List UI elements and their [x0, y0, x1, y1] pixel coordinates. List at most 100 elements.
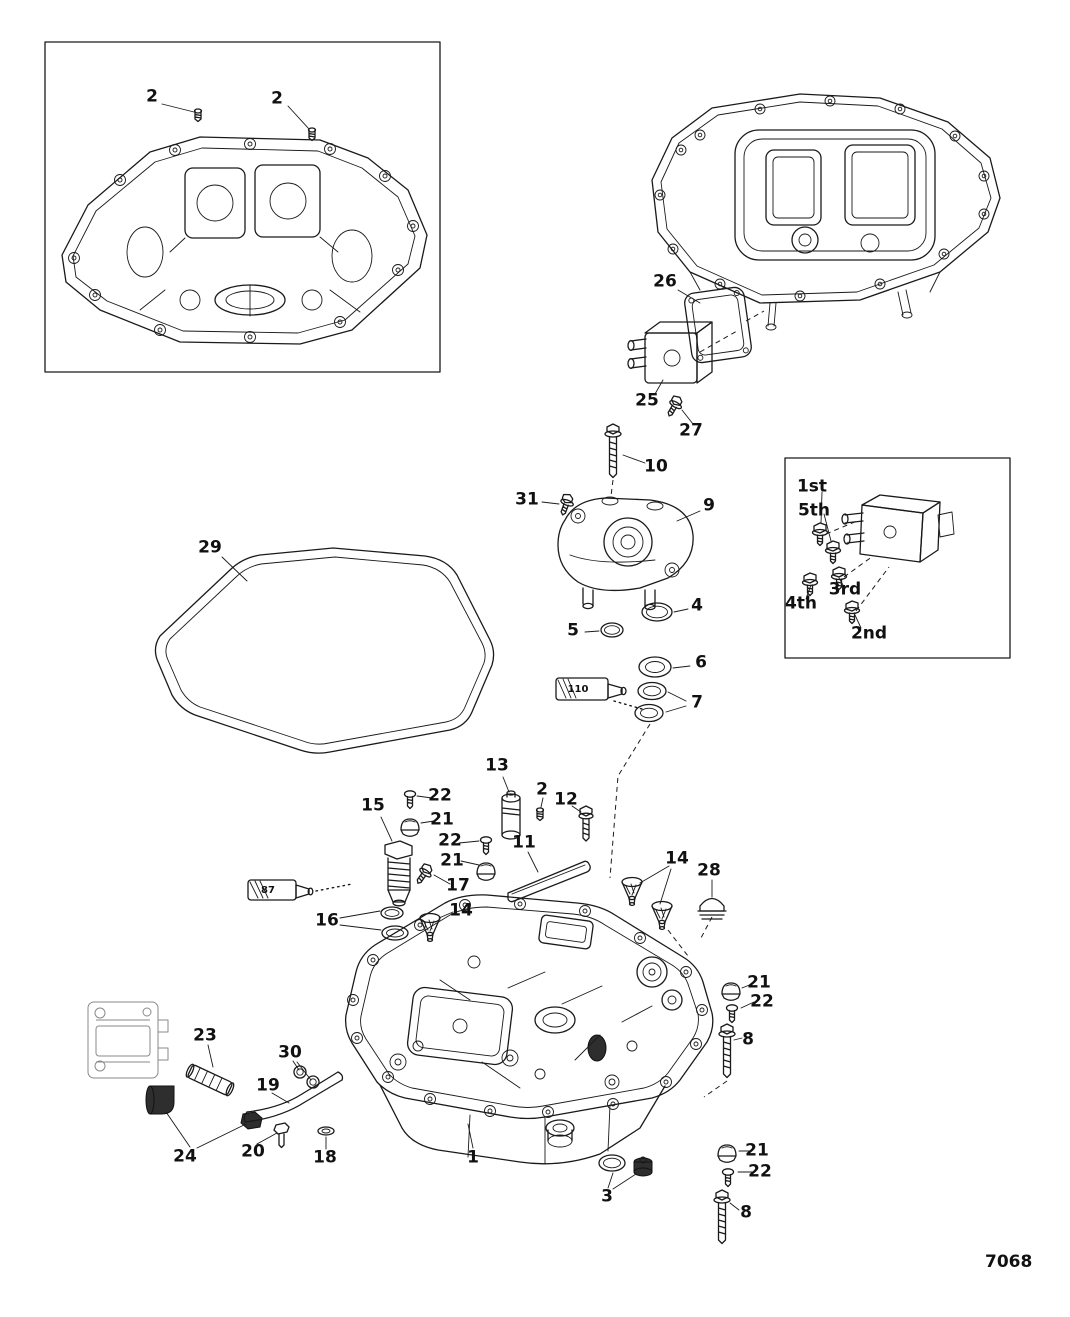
main-housing — [344, 894, 714, 1165]
callout-5: 5 — [567, 620, 579, 641]
callout-7: 7 — [691, 692, 703, 713]
callout-4: 4 — [691, 595, 703, 616]
screw-2-main — [535, 807, 545, 822]
callout-1st: 1st — [796, 476, 828, 497]
gasket-29 — [154, 547, 495, 754]
callout-3rd: 3rd — [828, 579, 862, 600]
hose-19 — [243, 1071, 344, 1123]
o-ring-3 — [598, 1154, 626, 1172]
callout-14: 14 — [449, 900, 473, 921]
callout-8: 8 — [742, 1029, 754, 1050]
plate-11 — [507, 860, 591, 903]
callout-29: 29 — [198, 537, 222, 558]
tube-label-110: 110 — [567, 684, 589, 695]
fitting-15 — [384, 840, 413, 907]
callout-15: 15 — [361, 795, 385, 816]
upper-pocket — [538, 914, 594, 950]
bolt-20 — [273, 1122, 290, 1149]
callout-21: 21 — [430, 809, 454, 830]
washer-18 — [317, 1126, 335, 1136]
seals-7 — [634, 681, 667, 723]
callout-31: 31 — [515, 489, 539, 510]
adapter-plate-upper-view — [651, 93, 1001, 331]
callout-3: 3 — [601, 1186, 613, 1207]
bolt-holes — [347, 898, 708, 1118]
grommet-21-upper-right — [721, 982, 741, 1001]
grommet-21-a — [400, 818, 420, 837]
plug-3 — [633, 1156, 653, 1177]
carb-opening — [406, 986, 514, 1066]
leader-lines — [161, 103, 862, 1211]
tube-label-87: 87 — [261, 885, 275, 896]
callout-22: 22 — [438, 830, 462, 851]
callout-24: 24 — [173, 1146, 197, 1167]
callout-2: 2 — [271, 88, 283, 109]
callout-21: 21 — [747, 972, 771, 993]
bolt-12 — [578, 805, 594, 842]
callout-19: 19 — [256, 1075, 280, 1096]
callout-2: 2 — [536, 779, 548, 800]
grease-tube-87 — [247, 879, 314, 901]
gasket-26 — [684, 286, 752, 364]
callout-8: 8 — [740, 1202, 752, 1223]
callout-2nd: 2nd — [850, 623, 888, 644]
callout-22: 22 — [748, 1161, 772, 1182]
bolt-8-upper — [718, 1023, 736, 1079]
seal-6 — [638, 656, 672, 678]
callout-2: 2 — [146, 86, 158, 107]
funnel-14-right-2 — [651, 900, 673, 931]
screw-22-b — [479, 836, 493, 856]
oil-pump-9 — [557, 496, 694, 611]
callout-9: 9 — [703, 495, 715, 516]
callout-13: 13 — [485, 755, 509, 776]
o-ring-5 — [600, 622, 624, 638]
callout-6: 6 — [695, 652, 707, 673]
screw-22-upper-right — [725, 1004, 739, 1024]
screw-22-a — [403, 790, 417, 810]
valve-13 — [501, 790, 521, 840]
torque-sequence-component — [841, 494, 955, 563]
callout-26: 26 — [653, 271, 677, 292]
powerhead-adapter-top-view — [61, 108, 428, 345]
callout-17: 17 — [446, 875, 470, 896]
torque-sequence-inset-box — [784, 457, 1011, 659]
bolt-10 — [604, 423, 622, 479]
callout-14: 14 — [665, 848, 689, 869]
callout-12: 12 — [554, 789, 578, 810]
funnel-14-right-1 — [621, 876, 643, 907]
callout-23: 23 — [193, 1025, 217, 1046]
cap-28 — [697, 897, 727, 920]
callout-25: 25 — [635, 390, 659, 411]
callout-1: 1 — [467, 1147, 479, 1168]
callout-11: 11 — [512, 832, 536, 853]
elbow-fitting-24 — [145, 1085, 175, 1115]
solenoid-25 — [627, 321, 713, 384]
grommet-21-lower-right — [717, 1144, 737, 1163]
clamps-30 — [293, 1065, 320, 1089]
drain-boss — [545, 1119, 575, 1148]
callout-4th: 4th — [784, 593, 818, 614]
o-ring-4 — [641, 602, 673, 622]
o-rings-16 — [380, 906, 409, 941]
callout-16: 16 — [315, 910, 339, 931]
callout-22: 22 — [428, 785, 452, 806]
assembly-dash-lines — [315, 310, 890, 1098]
bolt-holes — [68, 138, 419, 343]
screw-2-left — [193, 108, 203, 123]
callout-27: 27 — [679, 420, 703, 441]
bolt-holes — [654, 95, 990, 302]
screw-17 — [411, 861, 437, 888]
callout-28: 28 — [697, 860, 721, 881]
figure-number: 7068 — [985, 1252, 1033, 1272]
callout-10: 10 — [644, 456, 668, 477]
screw-22-lower-right — [721, 1168, 735, 1188]
screw-31 — [555, 491, 577, 518]
grommet-21-b — [476, 862, 496, 881]
bolt-8-lower — [713, 1189, 731, 1245]
barb-fitting-23 — [185, 1063, 235, 1097]
callout-22: 22 — [750, 991, 774, 1012]
fuel-pump-block — [87, 1001, 169, 1079]
callout-30: 30 — [278, 1042, 302, 1063]
